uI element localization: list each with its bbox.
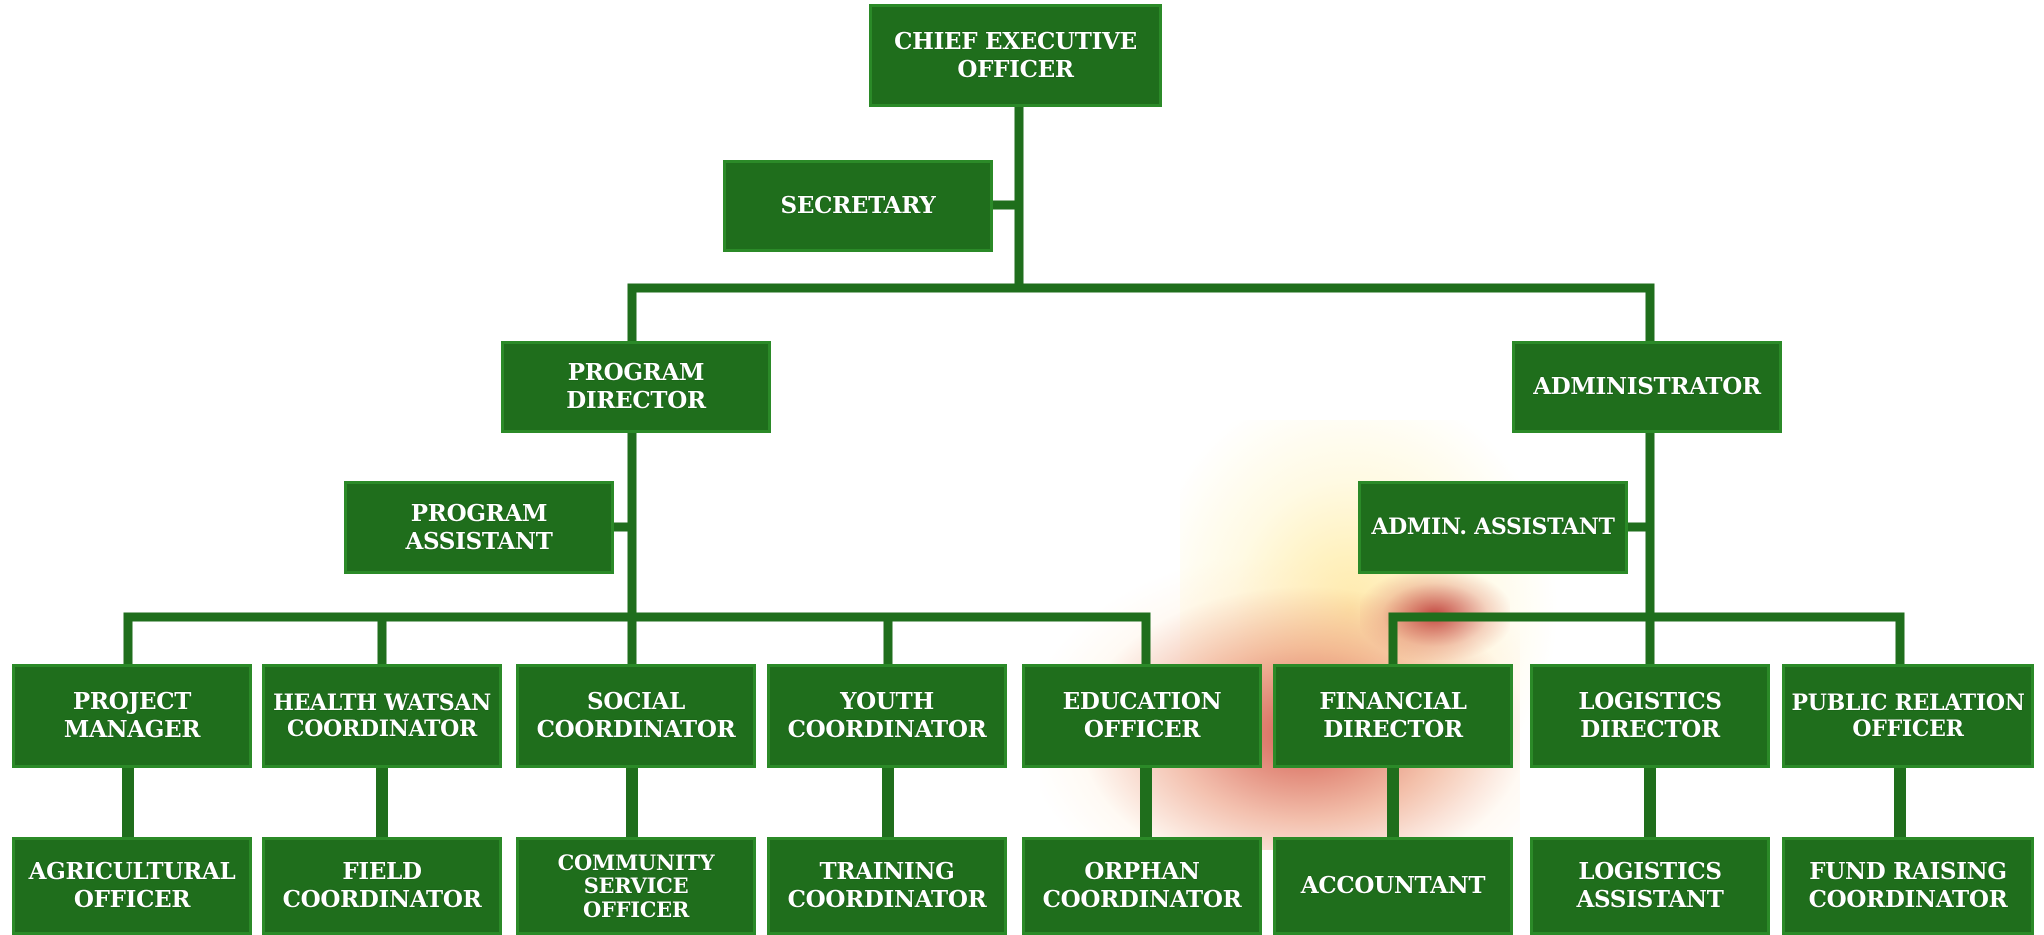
node-field-coordinator: FIELD COORDINATOR xyxy=(262,837,502,935)
node-financial-director: FINANCIAL DIRECTOR xyxy=(1273,664,1513,768)
node-administrator: ADMINISTRATOR xyxy=(1512,341,1782,433)
node-community-service-officer: COMMUNITY SERVICE OFFICER xyxy=(516,837,756,935)
node-accountant: ACCOUNTANT xyxy=(1273,837,1513,935)
node-chief-executive-officer: CHIEF EXECUTIVE OFFICER xyxy=(869,4,1162,107)
node-logistics-director: LOGISTICS DIRECTOR xyxy=(1530,664,1770,768)
node-orphan-coordinator: ORPHAN COORDINATOR xyxy=(1022,837,1262,935)
node-program-director: PROGRAM DIRECTOR xyxy=(501,341,771,433)
node-fund-raising-coordinator: FUND RAISING COORDINATOR xyxy=(1782,837,2034,935)
node-logistics-assistant: LOGISTICS ASSISTANT xyxy=(1530,837,1770,935)
node-health-watsan-coordinator: HEALTH WATSAN COORDINATOR xyxy=(262,664,502,768)
node-social-coordinator: SOCIAL COORDINATOR xyxy=(516,664,756,768)
node-secretary: SECRETARY xyxy=(723,160,993,252)
node-youth-coordinator: YOUTH COORDINATOR xyxy=(767,664,1007,768)
node-education-officer: EDUCATION OFFICER xyxy=(1022,664,1262,768)
node-agricultural-officer: AGRICULTURAL OFFICER xyxy=(12,837,252,935)
node-public-relation-officer: PUBLIC RELATION OFFICER xyxy=(1782,664,2034,768)
node-training-coordinator: TRAINING COORDINATOR xyxy=(767,837,1007,935)
node-project-manager: PROJECT MANAGER xyxy=(12,664,252,768)
node-admin-assistant: ADMIN. ASSISTANT xyxy=(1358,481,1628,574)
node-program-assistant: PROGRAM ASSISTANT xyxy=(344,481,614,574)
